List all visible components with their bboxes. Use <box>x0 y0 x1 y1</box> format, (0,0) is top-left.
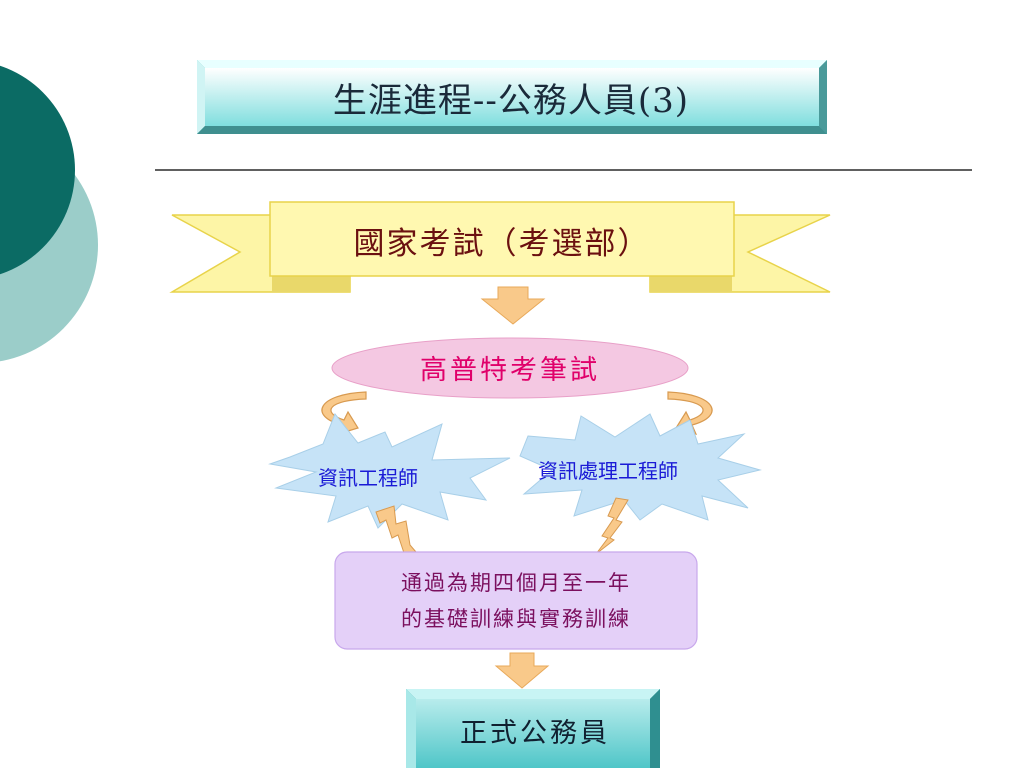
title-box <box>197 60 827 134</box>
ribbon-banner <box>169 201 831 293</box>
down-arrow-2 <box>494 652 550 689</box>
training-line-1: 通過為期四個月至一年 <box>401 571 631 595</box>
position-label-1: 資訊工程師 <box>318 466 418 490</box>
training-line-2: 的基礎訓練與實務訓練 <box>401 607 631 631</box>
final-status-label: 正式公務員 <box>460 717 610 749</box>
written-exam-label: 高普特考筆試 <box>420 354 600 386</box>
exam-ellipse <box>331 337 689 399</box>
lightning-right <box>595 497 629 555</box>
position-label-2: 資訊處理工程師 <box>538 459 678 483</box>
exam-authority-banner: 國家考試（考選部） <box>353 225 651 262</box>
down-arrow-1 <box>480 286 546 325</box>
decor-circle-dark <box>0 65 75 275</box>
training-description: 通過為期四個月至一年 的基礎訓練與實務訓練 <box>336 556 696 646</box>
final-box <box>406 689 660 768</box>
page-title: 生涯進程--公務人員(3) <box>332 80 690 121</box>
burst-shape-1 <box>268 413 511 529</box>
training-box <box>334 551 698 650</box>
lightning-left <box>375 505 418 554</box>
burst-shape-2 <box>519 413 762 521</box>
